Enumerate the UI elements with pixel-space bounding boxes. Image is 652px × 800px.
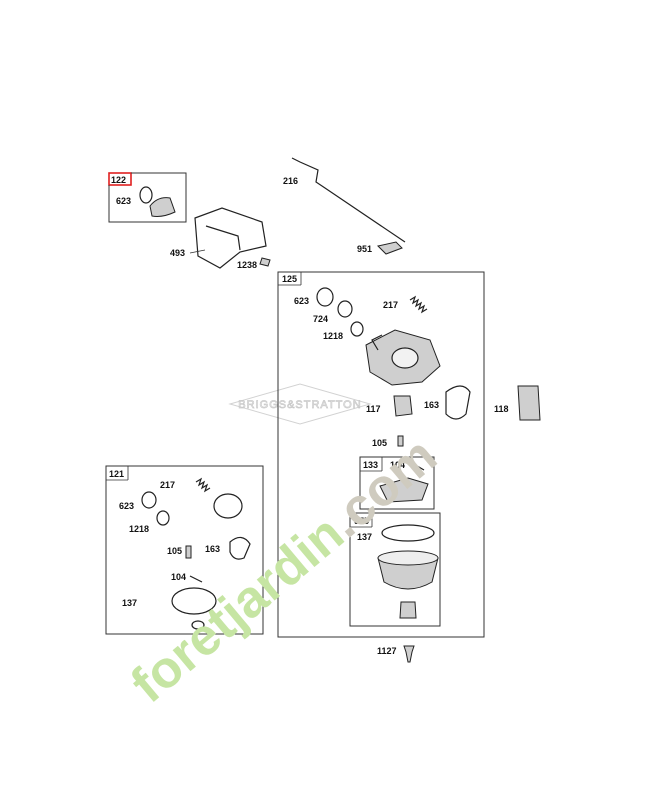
intake-elbow-part [149,197,176,217]
washer-1218-b [156,510,170,526]
bracket-493-part [194,207,267,269]
oring-137-a [381,524,435,542]
gasket-163-a [445,385,471,420]
box-133 [359,456,435,510]
box-125 [277,271,485,638]
oring-623-b [316,287,334,307]
clip-951-part [377,241,403,255]
box-975 [349,512,441,627]
callout-623-a[interactable]: 623 [116,196,131,206]
needle-104-b [189,575,203,583]
callout-121[interactable]: 121 [109,469,124,479]
callout-1238[interactable]: 1238 [237,260,257,270]
pin-105-b [185,545,192,559]
callout-217-a[interactable]: 217 [383,300,398,310]
gasket-121 [213,493,243,519]
oring-137-b [171,587,217,615]
callout-623-b[interactable]: 623 [294,296,309,306]
bowl-nut-part [399,601,417,619]
callout-216[interactable]: 216 [283,176,298,186]
callout-104-b[interactable]: 104 [171,572,186,582]
callout-122[interactable]: 122 [111,175,126,185]
callout-951[interactable]: 951 [357,244,372,254]
pin-105-a [397,435,404,447]
callout-105-a[interactable]: 105 [372,438,387,448]
callout-137-a[interactable]: 137 [357,532,372,542]
box-122 [108,172,187,223]
callout-623-c[interactable]: 623 [119,501,134,511]
carburetor-lever [371,334,383,351]
callout-493[interactable]: 493 [170,248,185,258]
callout-118[interactable]: 118 [494,404,509,414]
oring-623-a [139,186,153,204]
oring-623-c [141,491,157,509]
callout-104-a[interactable]: 104 [390,460,405,470]
callout-217-b[interactable]: 217 [160,480,175,490]
callout-1127[interactable]: 1127 [377,646,397,656]
spring-217-a [409,295,428,314]
washer-121-small [191,620,205,630]
callout-122-highlight [108,172,132,186]
callout-163-a[interactable]: 163 [424,400,439,410]
callout-133[interactable]: 133 [363,460,378,470]
callout-117[interactable]: 117 [366,404,381,414]
callout-724[interactable]: 724 [313,314,328,324]
callout-1218-b[interactable]: 1218 [129,524,149,534]
callout-125[interactable]: 125 [282,274,297,284]
needle-104-a [411,462,425,471]
gasket-724 [337,300,353,318]
link-rod-216-part [291,157,406,243]
bracket-118-part [517,385,541,421]
callout-163-b[interactable]: 163 [205,544,220,554]
callout-975[interactable]: 975 [354,516,369,526]
gasket-163-b [229,536,251,560]
box-121 [105,465,264,635]
brand-logo-text: BRIGGS&STRATTON [238,399,361,411]
brand-logo-watermark: BRIGGS&STRATTON [228,383,372,425]
screw-1238-part [259,257,271,267]
washer-1218-a [350,321,364,337]
callout-1218-a[interactable]: 1218 [323,331,343,341]
bracket-493-detail [205,225,241,251]
carburetor-bore [391,347,419,369]
float-133-part [379,477,429,503]
callout-137-b[interactable]: 137 [122,598,137,608]
screw-1127-part [403,645,415,663]
callout-105-b[interactable]: 105 [167,546,182,556]
spring-217-b [195,477,211,493]
bracket-117-part [393,395,413,417]
